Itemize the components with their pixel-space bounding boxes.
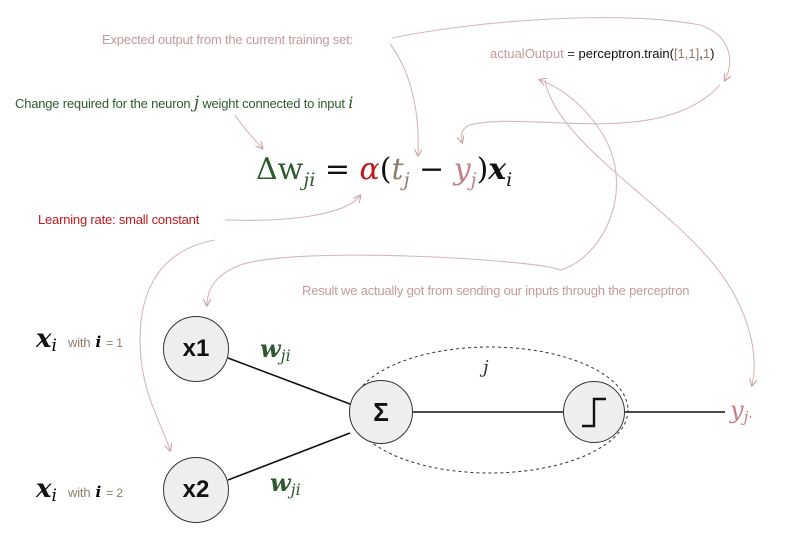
weight-1-sub: ji bbox=[280, 346, 291, 366]
arrow-code-curl bbox=[540, 80, 618, 271]
output-dot: . bbox=[748, 406, 753, 422]
code-call: perceptron.train( bbox=[578, 46, 674, 61]
input-2-val: = 2 bbox=[106, 486, 123, 500]
weight-update-formula: Δwji = α(tj − yj)xi bbox=[256, 150, 512, 200]
weight-1-w: w bbox=[260, 334, 281, 363]
expected-output-note: Expected output from the current trainin… bbox=[102, 32, 353, 47]
formula-t-sub: j bbox=[403, 169, 410, 191]
formula-equals: = bbox=[315, 152, 360, 187]
formula-alpha: α bbox=[359, 152, 380, 187]
step-function-icon bbox=[582, 397, 606, 428]
change-required-mid: weight connected to input bbox=[202, 96, 345, 111]
formula-delta-sub: ji bbox=[303, 169, 316, 191]
arrow-code-to-yj bbox=[461, 84, 721, 142]
input-label-2: xi with i = 2 bbox=[36, 474, 123, 506]
learning-rate-note: Learning rate: small constant bbox=[38, 212, 200, 227]
formula-x-sub: i bbox=[506, 169, 513, 191]
input-node-x1: x1 bbox=[163, 316, 229, 382]
code-eq: = bbox=[563, 46, 579, 61]
code-args: [1,1] bbox=[673, 46, 700, 61]
summation-node: Σ bbox=[349, 380, 413, 444]
input-2-var: x bbox=[36, 474, 52, 504]
input-2-with: with bbox=[68, 485, 91, 500]
formula-rparen: ) bbox=[476, 152, 489, 187]
input-1-with: with bbox=[68, 335, 91, 350]
formula-lparen: ( bbox=[379, 152, 392, 187]
weight-label-1: wji bbox=[260, 334, 291, 365]
formula-x: x bbox=[488, 152, 507, 187]
change-required-text: Change required for the neuron bbox=[15, 96, 191, 111]
arrow-change-to-delta bbox=[234, 114, 262, 148]
code-snippet: actualOutput = perceptron.train([1,1],1) bbox=[490, 46, 714, 61]
change-required-j: j bbox=[193, 93, 199, 113]
weight-2-sub: ji bbox=[290, 480, 301, 500]
arrow-expected-to-target bbox=[389, 43, 418, 155]
formula-y-sub: j bbox=[470, 169, 477, 191]
code-var: actualOutput bbox=[490, 46, 564, 61]
formula-minus: − bbox=[409, 152, 454, 187]
input-2-i: i bbox=[95, 483, 102, 501]
code-label: 1 bbox=[702, 46, 711, 61]
neuron-j-label: j bbox=[483, 357, 489, 378]
weight-label-2: wji bbox=[270, 468, 301, 499]
input-1-sub: i bbox=[51, 336, 57, 357]
code-close: ) bbox=[710, 46, 715, 61]
arrow-rate-to-x2 bbox=[139, 239, 216, 450]
result-note: Result we actually got from sending our … bbox=[302, 283, 690, 298]
formula-y: y bbox=[453, 152, 471, 187]
input-label-1: xi with i = 1 bbox=[36, 324, 123, 356]
output-label: yj. bbox=[730, 396, 753, 426]
input-node-x2: x2 bbox=[163, 457, 229, 523]
arrow-result-to-x1 bbox=[207, 254, 561, 305]
input-2-sub: i bbox=[51, 486, 57, 507]
code-comma: , bbox=[699, 46, 703, 61]
weight-2-w: w bbox=[270, 468, 291, 497]
input-1-val: = 1 bbox=[106, 336, 123, 350]
output-y: y bbox=[730, 396, 744, 424]
change-required-i: i bbox=[348, 93, 354, 112]
step-function-node bbox=[563, 381, 625, 443]
input-1-i: i bbox=[95, 333, 102, 351]
edge-x2-sum bbox=[227, 432, 351, 481]
arrow-code-to-output bbox=[544, 79, 754, 385]
input-1-var: x bbox=[36, 324, 52, 354]
arrow-rate-to-alpha bbox=[224, 196, 360, 221]
formula-t: t bbox=[391, 152, 404, 187]
edge-x1-sum bbox=[227, 357, 351, 405]
change-required-note: Change required for the neuron j weight … bbox=[15, 93, 353, 113]
formula-delta-w: Δw bbox=[256, 152, 304, 187]
arrow-expected-to-code bbox=[391, 17, 730, 80]
output-sub: j bbox=[743, 408, 749, 427]
